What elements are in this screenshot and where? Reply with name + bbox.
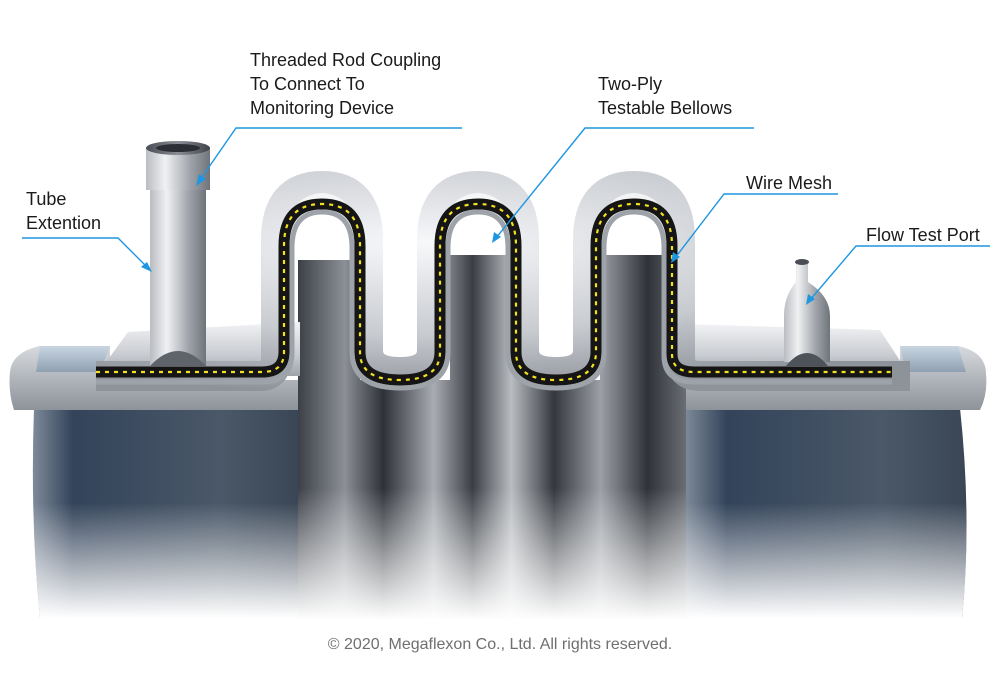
callout-line: Tube: [26, 189, 67, 209]
leader-tube: [22, 237, 149, 269]
tube-extension: [146, 141, 210, 366]
inner-ply: [96, 209, 892, 391]
callout-wire-mesh: Wire Mesh: [746, 171, 832, 195]
leader-bellows: [495, 127, 754, 239]
callout-tube-extension: Tube Extention: [26, 187, 101, 235]
callout-flow-test-port: Flow Test Port: [866, 223, 980, 247]
right-pipe: [685, 346, 987, 618]
callout-line: Flow Test Port: [866, 225, 980, 245]
callout-line: Wire Mesh: [746, 173, 833, 193]
callout-line: Two-Ply: [598, 74, 663, 94]
callout-line: Monitoring Device: [250, 98, 395, 118]
leader-arrowheads: [141, 174, 815, 305]
leader-port: [809, 245, 990, 301]
flow-test-port: [784, 259, 830, 366]
callout-line: Testable Bellows: [598, 98, 733, 118]
wire-mesh-layer: [96, 198, 892, 386]
leader-lines: [22, 127, 990, 301]
callout-two-ply-bellows: Two-Ply Testable Bellows: [598, 72, 732, 120]
callout-line: To Connect To: [250, 74, 365, 94]
leader-mesh: [674, 193, 838, 259]
callout-line: Threaded Rod Coupling: [250, 50, 442, 70]
bellows-interior: [298, 255, 686, 620]
copyright-notice: © 2020, Megaflexon Co., Ltd. All rights …: [327, 636, 673, 653]
leader-coupling: [199, 127, 462, 181]
callout-threaded-rod-coupling: Threaded Rod Coupling To Connect To Moni…: [250, 48, 441, 120]
callout-line: Extention: [26, 213, 102, 233]
left-pipe: [9, 346, 300, 618]
